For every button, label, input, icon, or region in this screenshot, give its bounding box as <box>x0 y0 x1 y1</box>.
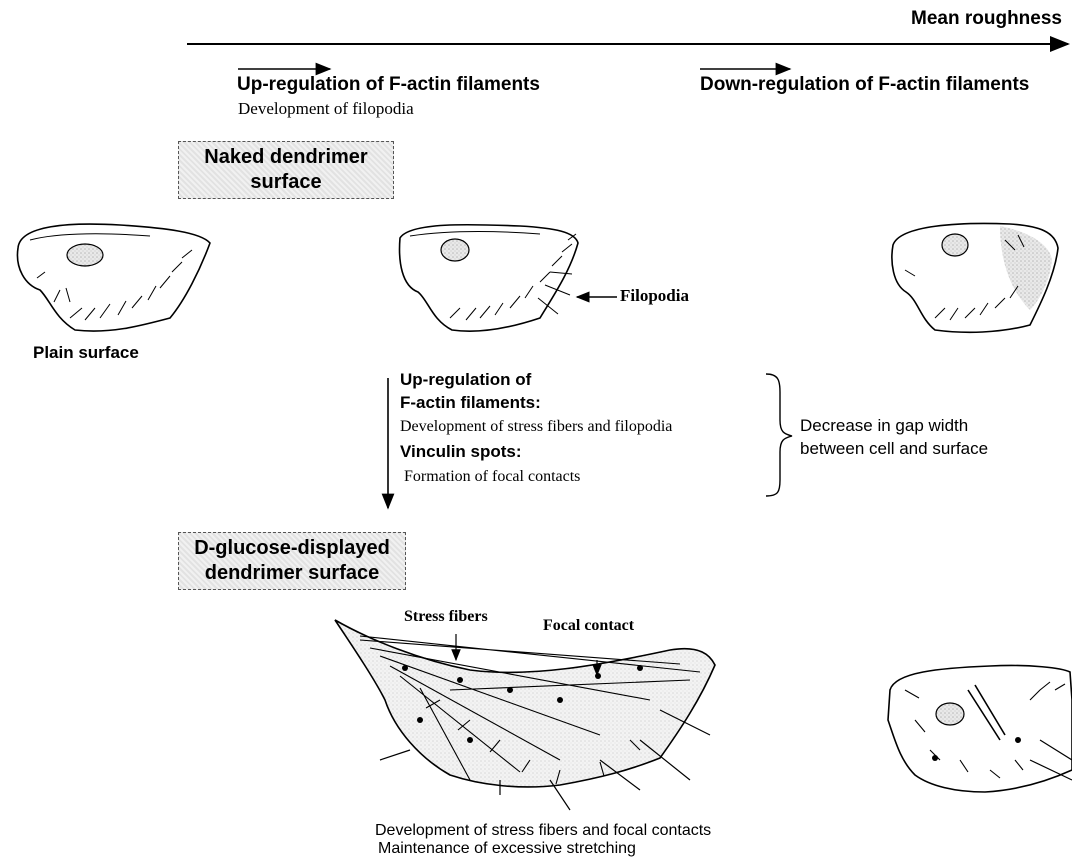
down-regulation-label: Down-regulation of F-actin filaments <box>700 74 1029 96</box>
naked-dendrimer-line1: Naked dendrimer <box>187 145 385 170</box>
footer-line2: Maintenance of excessive stretching <box>378 840 636 858</box>
footer-line1: Development of stress fibers and focal c… <box>375 822 711 840</box>
up-regulation-label: Up-regulation of F-actin filaments <box>237 74 540 96</box>
filopodia-development-label: Development of filopodia <box>238 99 414 119</box>
curly-brace <box>766 374 792 496</box>
glucose-dendrimer-line2: dendrimer surface <box>187 561 397 586</box>
glucose-dendrimer-box: D-glucose-displayed dendrimer surface <box>178 532 406 590</box>
down-regulated-cell <box>892 223 1058 332</box>
up-regulation-line2: F-actin filaments: <box>400 393 541 413</box>
naked-dendrimer-line2: surface <box>187 170 385 195</box>
naked-dendrimer-box: Naked dendrimer surface <box>178 141 394 199</box>
stretched-cell <box>335 620 715 810</box>
mean-roughness-label: Mean roughness <box>911 8 1062 30</box>
plain-surface-label: Plain surface <box>33 343 139 363</box>
up-regulation-line1: Up-regulation of <box>400 370 531 390</box>
stress-fibers-development-text: Development of stress fibers and filopod… <box>400 418 672 436</box>
focal-contacts-formation-text: Formation of focal contacts <box>404 468 580 486</box>
glucose-dendrimer-line1: D-glucose-displayed <box>187 536 397 561</box>
gap-width-line2: between cell and surface <box>800 439 988 459</box>
gap-width-line1: Decrease in gap width <box>800 416 968 436</box>
vinculin-spots-label: Vinculin spots: <box>400 442 522 462</box>
stress-fibers-label: Stress fibers <box>404 608 488 626</box>
plain-surface-cell <box>17 224 210 331</box>
glucose-right-cell <box>888 665 1072 792</box>
filopodia-cell <box>400 225 578 332</box>
focal-contact-label: Focal contact <box>543 617 634 635</box>
filopodia-label: Filopodia <box>620 286 689 306</box>
